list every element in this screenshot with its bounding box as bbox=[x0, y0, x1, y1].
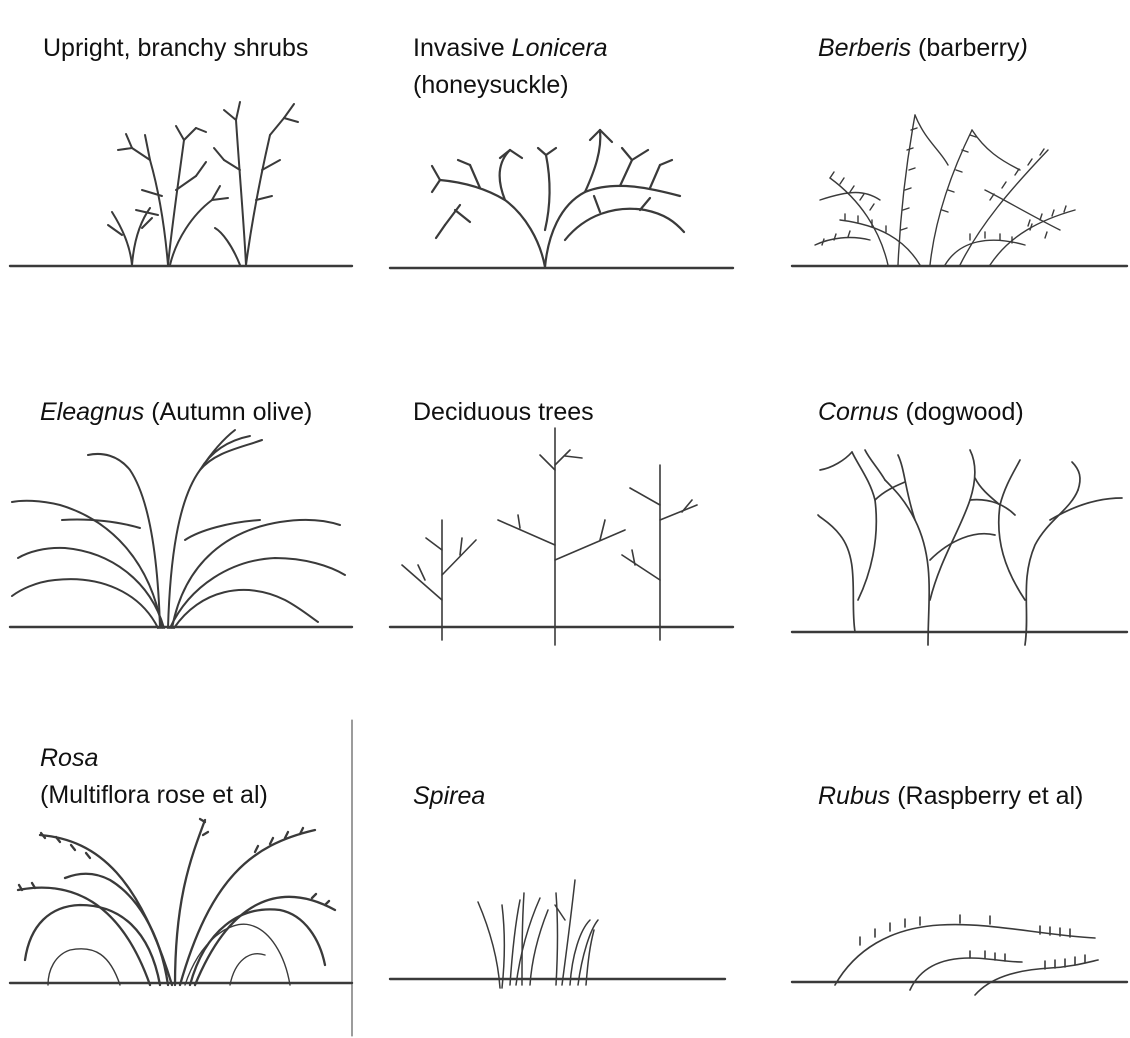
berberis-drawing bbox=[815, 115, 1075, 265]
cornus-drawing bbox=[818, 450, 1122, 645]
deciduous-trees-drawing bbox=[402, 428, 697, 645]
upright-shrubs-drawing bbox=[108, 102, 298, 265]
rosa-drawing bbox=[18, 819, 335, 985]
spirea-drawing bbox=[478, 880, 598, 988]
lonicera-drawing bbox=[432, 130, 684, 267]
eleagnus-drawing bbox=[12, 430, 345, 628]
